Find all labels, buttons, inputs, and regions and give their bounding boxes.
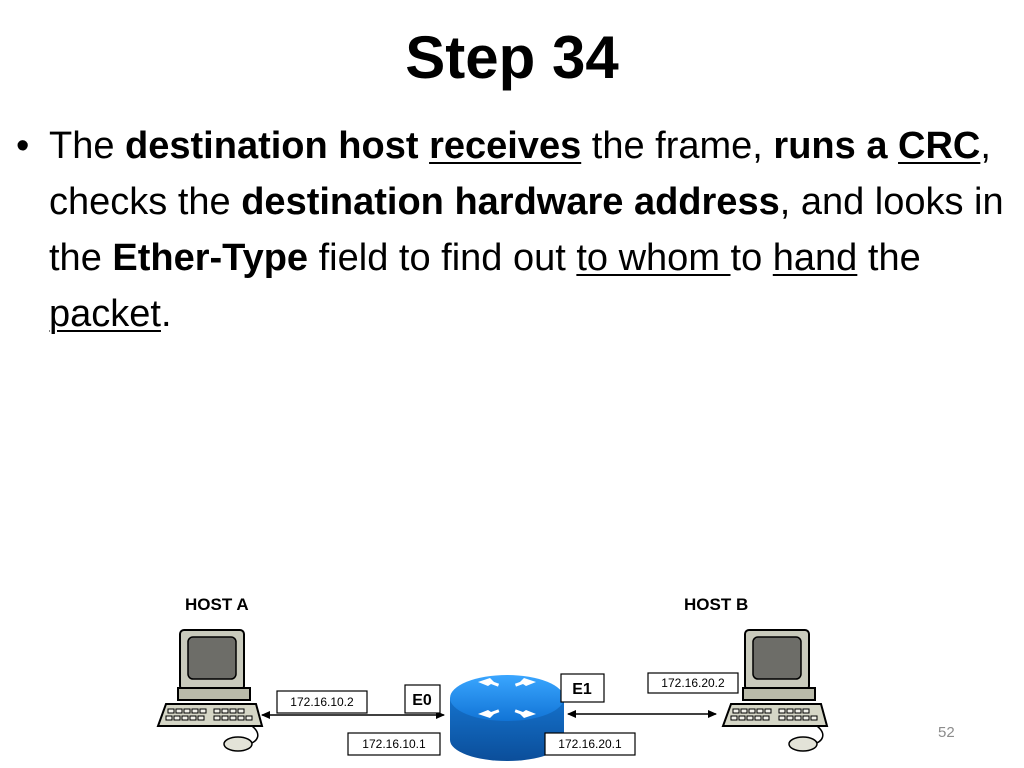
text-segment: . xyxy=(160,293,172,335)
text-bold-receives: receives xyxy=(429,125,582,167)
text-segment: , checks the xyxy=(49,125,991,223)
text-segment: to xyxy=(730,237,773,279)
router-icon xyxy=(450,675,564,761)
slide-title: Step 34 xyxy=(405,24,619,91)
text-segment: the frame, xyxy=(581,125,774,167)
e1-label: E1 xyxy=(572,681,592,698)
text-underline-packet: packet xyxy=(49,293,161,335)
text-bold-runs-a: runs a xyxy=(773,125,899,167)
text-segment: the xyxy=(857,237,921,279)
router-e1-ip: 172.16.20.1 xyxy=(558,737,622,751)
text-bold-destination-hardware-address: destination hardware address xyxy=(241,181,780,223)
bullet-point: • The destination host receives the fram… xyxy=(16,118,1016,342)
text-underline-to-whom: to whom xyxy=(576,237,731,279)
host-a-computer xyxy=(156,629,264,752)
host-b-ip: 172.16.20.2 xyxy=(661,676,725,690)
text-segment: The xyxy=(49,125,126,167)
host-a-ip: 172.16.10.2 xyxy=(290,695,354,709)
e0-label: E0 xyxy=(412,692,432,709)
host-a-label: HOST A xyxy=(185,595,249,614)
host-b-label: HOST B xyxy=(684,595,748,614)
text-bold-ether-type: Ether-Type xyxy=(112,237,309,279)
text-bold-destination-host: destination host xyxy=(125,125,419,167)
bullet-marker: • xyxy=(16,125,30,167)
host-b-computer xyxy=(721,629,829,752)
text-bold-crc: CRC xyxy=(898,125,981,167)
router-e0-ip: 172.16.10.1 xyxy=(362,737,426,751)
slide-number: 52 xyxy=(938,724,955,741)
bullet-text: The destination host receives the frame,… xyxy=(49,118,1016,342)
text-segment: field to find out xyxy=(308,237,577,279)
text-underline-hand: hand xyxy=(772,237,858,279)
text-segment: , and looks in the xyxy=(49,181,1004,279)
